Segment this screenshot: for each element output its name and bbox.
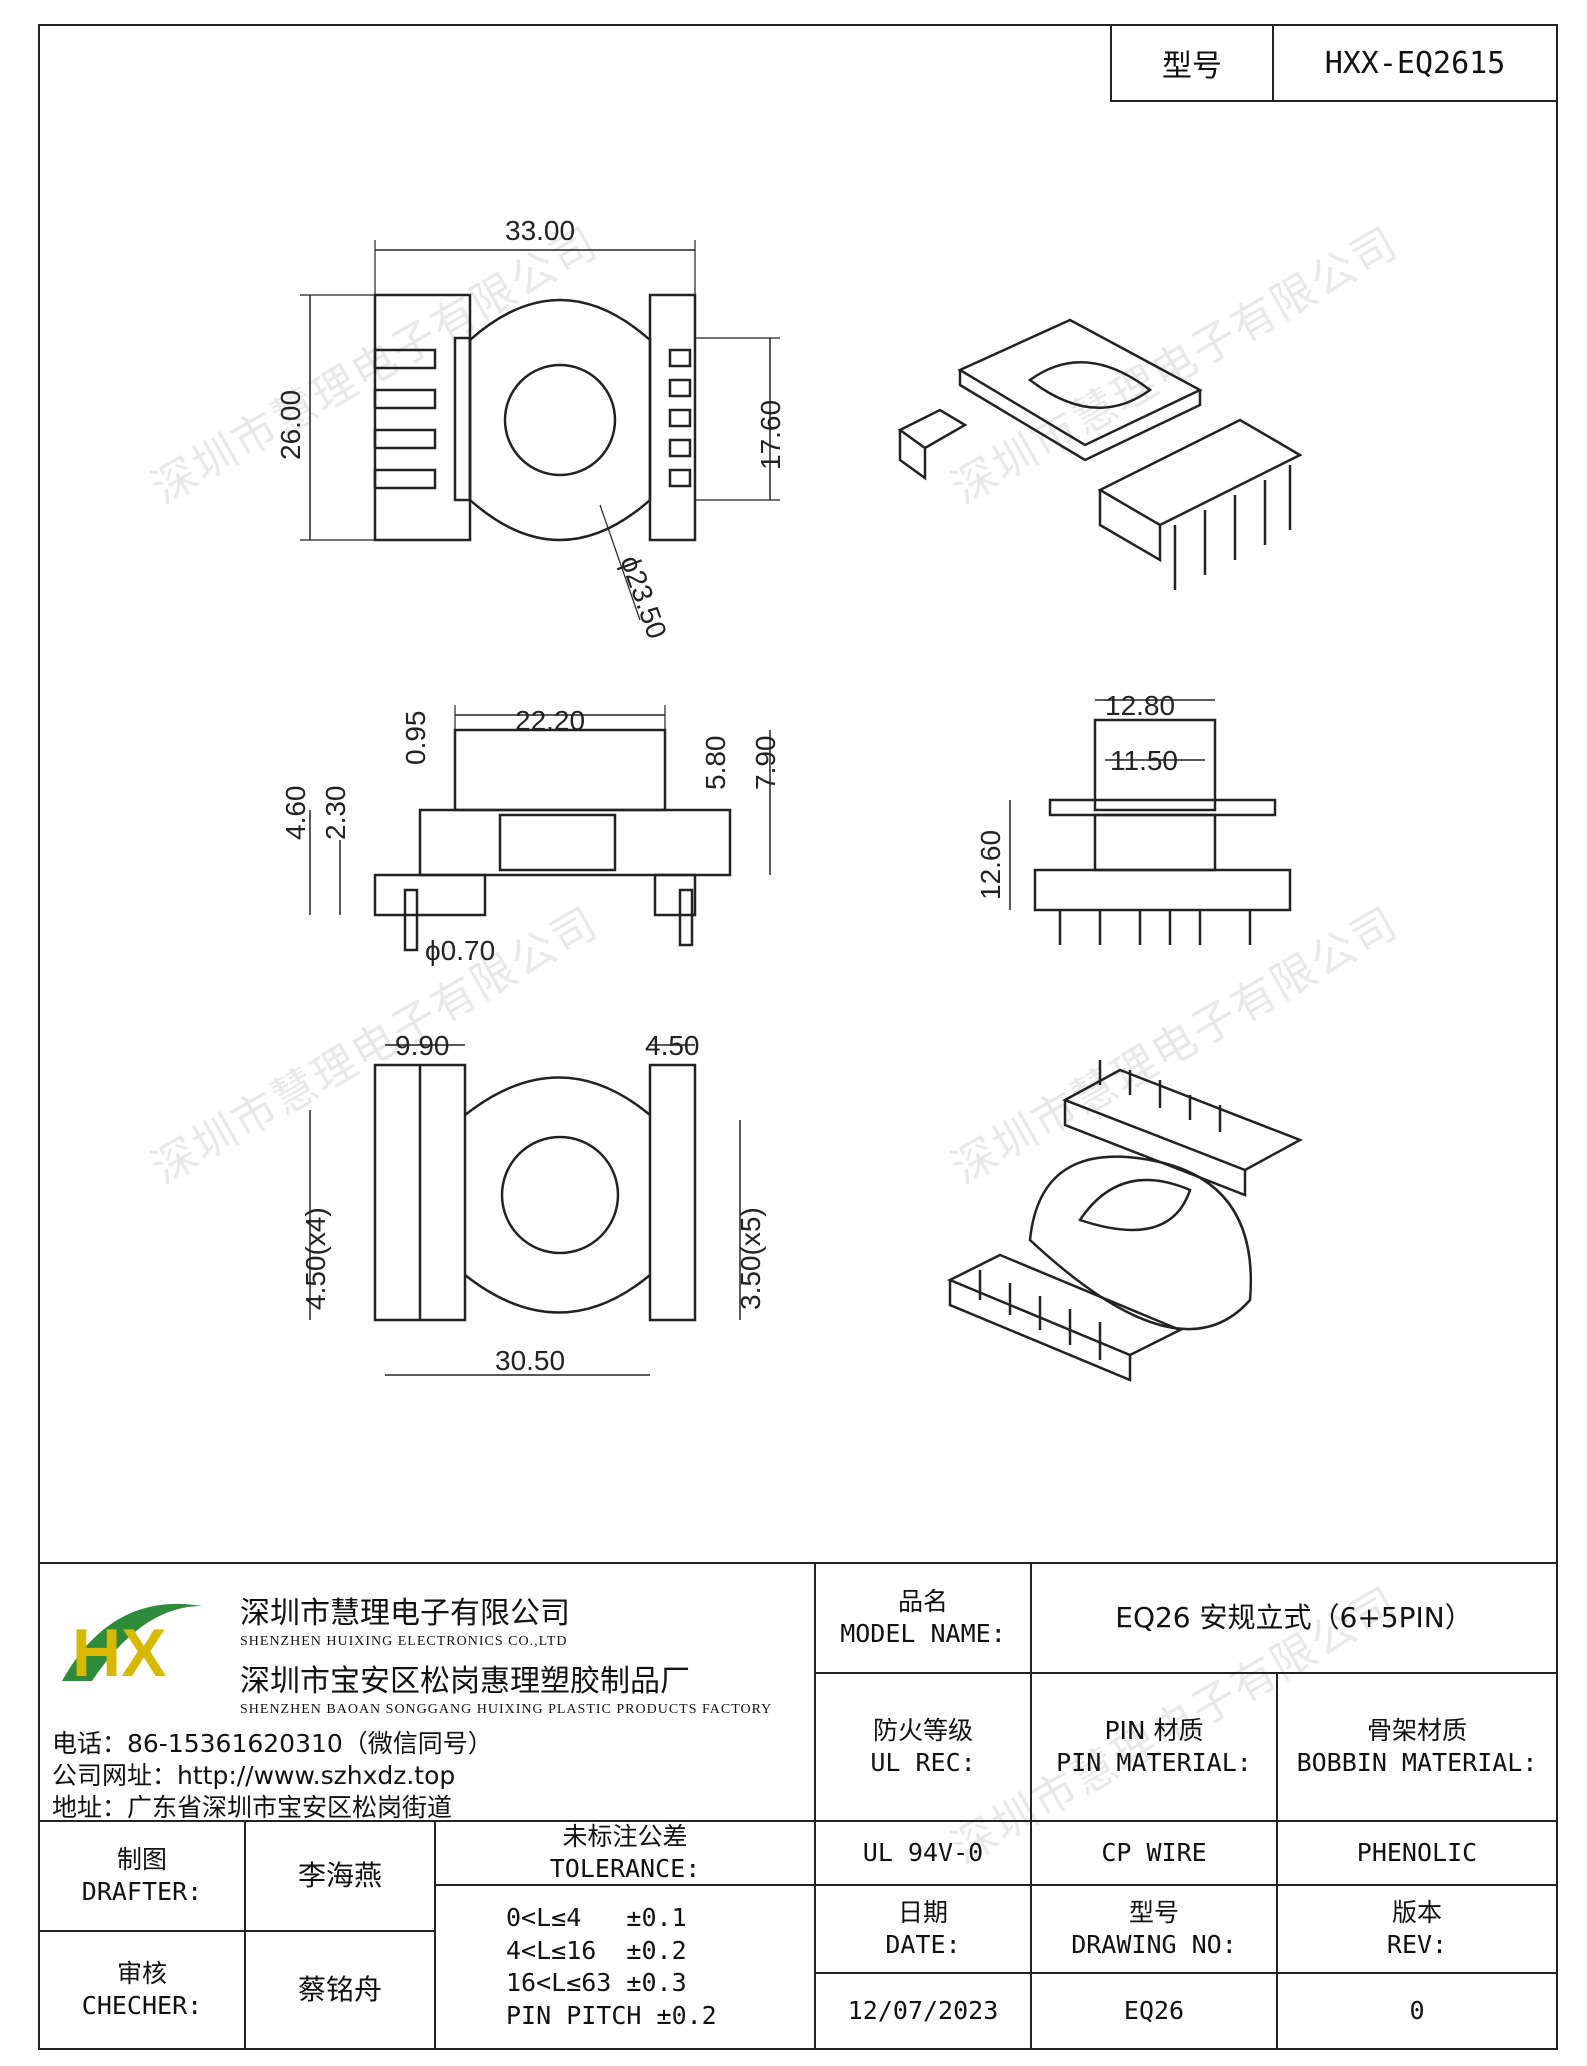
factory-name-cn: 深圳市宝安区松岗惠理塑胶制品厂 xyxy=(240,1664,690,1699)
dim-f: 5.80 xyxy=(700,736,731,791)
tolerance-row: 4<L≤16 ±0.2 xyxy=(506,1935,687,1965)
dim-j: 12.60 xyxy=(975,830,1006,900)
top-view xyxy=(300,240,780,621)
company-info: HX 深圳市慧理电子有限公司 SHENZHEN HUIXING ELECTRON… xyxy=(38,1562,816,1822)
isometric-view-top xyxy=(897,318,1303,590)
dim-o: 4.50(x4) xyxy=(300,1207,331,1310)
model-header: 型号 HXX-EQ2615 xyxy=(1110,24,1558,102)
tolerance-row: PIN PITCH ±0.2 xyxy=(506,2000,717,2030)
dim-k: 12.80 xyxy=(1105,690,1175,721)
dim-n: 4.50 xyxy=(645,1030,700,1061)
dim-h: 4.60 xyxy=(280,786,311,841)
drawing-no-value: EQ26 xyxy=(1030,1972,1278,2050)
dim-g: 7.90 xyxy=(750,736,781,791)
bottom-view xyxy=(309,1044,741,1376)
company-name-en: SHENZHEN HUIXING ELECTRONICS CO.,LTD xyxy=(240,1634,568,1649)
technical-drawing: 33.00 26.00 17.60 ϕ23.50 22.20 5.80 7.90… xyxy=(275,215,1303,1382)
logo-text: HX xyxy=(72,1615,166,1691)
dim-m: 9.90 xyxy=(395,1030,450,1061)
dim-l: 11.50 xyxy=(1110,745,1178,776)
checker-name: 蔡铭舟 xyxy=(244,1930,436,2050)
dim-top-gap: 0.95 xyxy=(400,711,431,766)
dim-i: ϕ0.70 xyxy=(425,935,495,966)
model-label: 型号 xyxy=(1112,26,1274,100)
phone: 电话：86-15361620310（微信同号） xyxy=(52,1729,493,1758)
pin-material-value: CP WIRE xyxy=(1030,1820,1278,1886)
end-view xyxy=(1009,699,1292,945)
bobbin-material-value: PHENOLIC xyxy=(1276,1820,1558,1886)
model-name-value: EQ26 安规立式（6+5PIN） xyxy=(1030,1562,1558,1674)
address: 地址：广东省深圳市宝安区松岗街道 xyxy=(52,1793,453,1822)
dim-h2: 2.30 xyxy=(320,786,351,841)
isometric-view-bottom xyxy=(946,1060,1303,1382)
dim-d: ϕ23.50 xyxy=(614,551,672,642)
dim-a: 33.00 xyxy=(505,215,575,246)
dim-e: 22.20 xyxy=(515,705,585,736)
dim-p: 30.50 xyxy=(495,1345,565,1376)
date-value: 12/07/2023 xyxy=(814,1972,1032,2050)
company-name-cn: 深圳市慧理电子有限公司 xyxy=(240,1596,570,1631)
tolerance-row: 0<L≤4 ±0.1 xyxy=(506,1903,687,1932)
dim-q: 3.50(x5) xyxy=(735,1207,766,1310)
ul-value: UL 94V-0 xyxy=(814,1820,1032,1886)
dim-b: 26.00 xyxy=(275,390,306,460)
model-value: HXX-EQ2615 xyxy=(1324,45,1506,81)
website: 公司网址：http://www.szhxdz.top xyxy=(52,1761,456,1790)
factory-name-en: SHENZHEN BAOAN SONGGANG HUIXING PLASTIC … xyxy=(240,1702,773,1717)
tolerance-row: 16<L≤63 ±0.3 xyxy=(506,1968,687,1997)
side-view xyxy=(309,705,771,952)
company-logo: HX xyxy=(62,1603,202,1691)
rev-value: 0 xyxy=(1276,1972,1558,2050)
tolerance-table: 0<L≤4 ±0.1 4<L≤16 ±0.2 16<L≤63 ±0.3 PIN … xyxy=(434,1884,816,2050)
drafter-name: 李海燕 xyxy=(244,1820,436,1932)
dim-c: 17.60 xyxy=(755,400,786,470)
